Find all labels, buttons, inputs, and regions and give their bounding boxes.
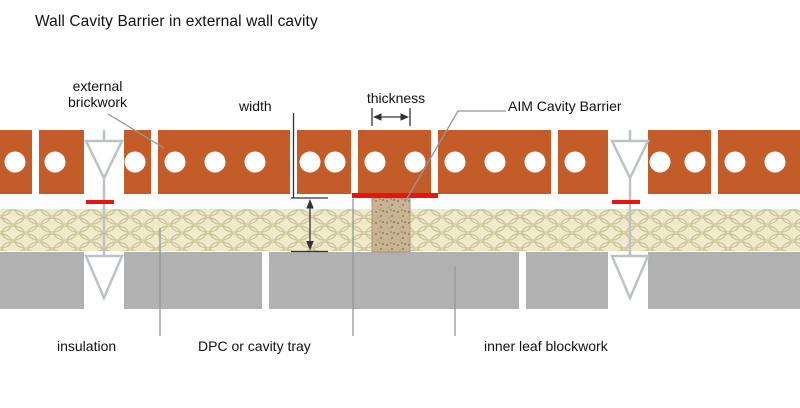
external-brickwork-label: external brickwork	[67, 78, 128, 110]
width-arrow-down	[306, 241, 314, 251]
thickness-dimension	[371, 108, 411, 126]
aim-cavity-barrier-label: AIM Cavity Barrier	[508, 98, 622, 114]
width-dimension	[291, 113, 328, 253]
thickness-arrow-right	[400, 113, 409, 121]
leader-lines	[107, 110, 506, 336]
wall-tie-left	[84, 130, 124, 302]
dpc-cavity-tray-label: DPC or cavity tray	[198, 338, 311, 354]
diagram-title: Wall Cavity Barrier in external wall cav…	[35, 13, 318, 30]
width-label: width	[239, 98, 272, 114]
brick-band	[0, 130, 800, 194]
blockwork	[0, 252, 800, 309]
thickness-label: thickness	[366, 90, 426, 106]
wall-tie-right	[610, 130, 650, 302]
aim-cavity-barrier-leader	[404, 110, 506, 203]
dpc-tray-line	[352, 193, 438, 198]
brick-perforations	[4, 151, 786, 173]
inner-leaf-blockwork-label: inner leaf blockwork	[484, 338, 608, 354]
insulation-label: insulation	[57, 338, 117, 354]
dpc-clip-right	[612, 200, 640, 204]
external-brickwork-leader	[107, 113, 165, 149]
thickness-arrow-left	[373, 113, 382, 121]
dpc-clip-left	[86, 200, 114, 204]
dpc-tray-elements	[86, 193, 640, 204]
width-arrow-up	[306, 199, 314, 209]
aim-cavity-barrier	[371, 197, 411, 253]
